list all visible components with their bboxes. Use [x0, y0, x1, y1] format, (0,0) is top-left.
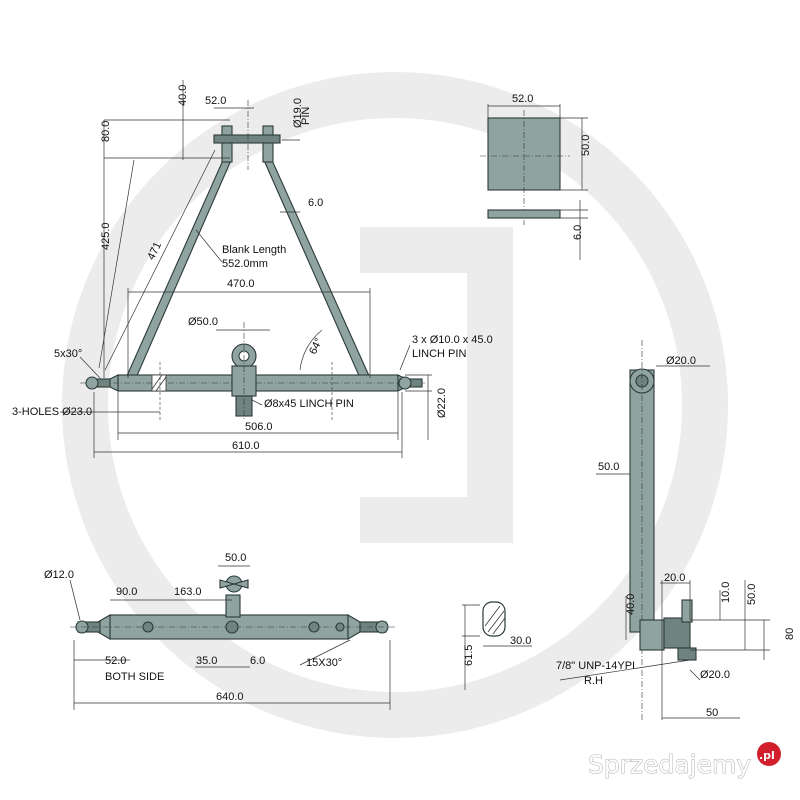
- link-dim-163: 163.0: [174, 586, 202, 598]
- watermark-text: Sprzedajemy .pl: [588, 742, 781, 779]
- dim-80: 80.0: [100, 121, 112, 142]
- linch-pin-label: LINCH PIN: [412, 348, 466, 360]
- arm-dim-20: 20.0: [664, 572, 685, 584]
- watermark-dot-badge: [757, 742, 781, 766]
- arm-dim-80: 80: [784, 628, 796, 640]
- a-frame-labels: 40.0 52.0 Ø19.0 PIN 80.0 425.0 471 Blank…: [12, 85, 493, 452]
- section-drawing: [462, 601, 532, 690]
- link-dim-52: 52.0: [105, 655, 126, 667]
- link-chamfer: 15X30°: [306, 657, 342, 669]
- link-dim-50: 50.0: [225, 552, 246, 564]
- arm-dim-40: 40.0: [625, 594, 637, 615]
- top-plate-left: [221, 125, 233, 163]
- arm-labels: Ø20.0 50.0 20.0 10.0 50.0 40.0 80 7/8" U…: [556, 355, 796, 719]
- arm-dim-50-vertical: 50.0: [746, 584, 758, 605]
- dim-22: Ø22.0: [436, 388, 448, 418]
- blank-length-label: Blank Length: [222, 244, 286, 256]
- top-link-drawing: [69, 565, 395, 710]
- pin-word: PIN: [300, 107, 312, 125]
- link-dim-640: 640.0: [216, 691, 244, 703]
- arm-dim-10: 10.0: [720, 582, 732, 603]
- arm-bottom-diameter: Ø20.0: [700, 669, 730, 681]
- plate-drawing: [480, 104, 588, 260]
- both-side-label: BOTH SIDE: [105, 671, 164, 683]
- section-labels: 30.0 61.5: [463, 635, 531, 666]
- plate-labels: 52.0 50.0 6.0: [512, 93, 592, 240]
- watermark-brand: Sprzedajemy: [588, 750, 751, 779]
- thread-direction: R.H: [584, 675, 603, 687]
- arm-width: 50.0: [598, 461, 619, 473]
- dim-470: 470.0: [227, 278, 255, 290]
- dim-506: 506.0: [245, 421, 273, 433]
- link-dim-90: 90.0: [116, 586, 137, 598]
- watermark-tld: .pl: [759, 749, 775, 762]
- dim-425: 425.0: [100, 222, 112, 250]
- holes-spec: 3-HOLES Ø23.0: [12, 406, 92, 418]
- dim-pin-diameter: Ø19.0: [292, 98, 304, 128]
- watermark-logo: [62, 72, 728, 738]
- plate-height: 50.0: [580, 135, 592, 156]
- plate-width: 52.0: [512, 93, 533, 105]
- top-pin: [213, 134, 281, 144]
- link-dim-12: Ø12.0: [44, 569, 74, 581]
- dim-610: 610.0: [232, 440, 260, 452]
- angle-64: 64°: [307, 336, 325, 356]
- dim-40: 40.0: [177, 85, 189, 106]
- top-link-labels: 50.0 Ø12.0 90.0 163.0 52.0 BOTH SIDE 35.…: [44, 552, 342, 703]
- dim-ring-diameter: Ø50.0: [188, 316, 218, 328]
- thread-spec: 7/8" UNP-14YPI: [556, 660, 635, 672]
- arm-top-diameter: Ø20.0: [666, 355, 696, 367]
- a-frame-drawing: [60, 80, 432, 458]
- dim-6-bar: 6.0: [308, 197, 323, 209]
- small-linch-pin: Ø8x45 LINCH PIN: [264, 398, 354, 410]
- section-dim-615: 61.5: [463, 645, 475, 666]
- top-plate-right: [262, 125, 274, 163]
- dim-52-top: 52.0: [205, 95, 226, 107]
- link-dim-6: 6.0: [250, 655, 265, 667]
- plate-side: [487, 209, 561, 219]
- link-dim-35: 35.0: [196, 655, 217, 667]
- arm-bar: [629, 369, 655, 633]
- linch-pin-spec: 3 x Ø10.0 x 45.0: [412, 334, 493, 346]
- chamfer-5x30: 5x30°: [54, 348, 82, 360]
- blank-length-value: 552.0mm: [222, 258, 268, 270]
- arm-drawing: [559, 340, 770, 720]
- section-dim-30: 30.0: [510, 635, 531, 647]
- plate-thickness: 6.0: [572, 225, 584, 240]
- arm-dim-50-bottom: 50: [706, 707, 718, 719]
- link-cross-section: [482, 601, 506, 637]
